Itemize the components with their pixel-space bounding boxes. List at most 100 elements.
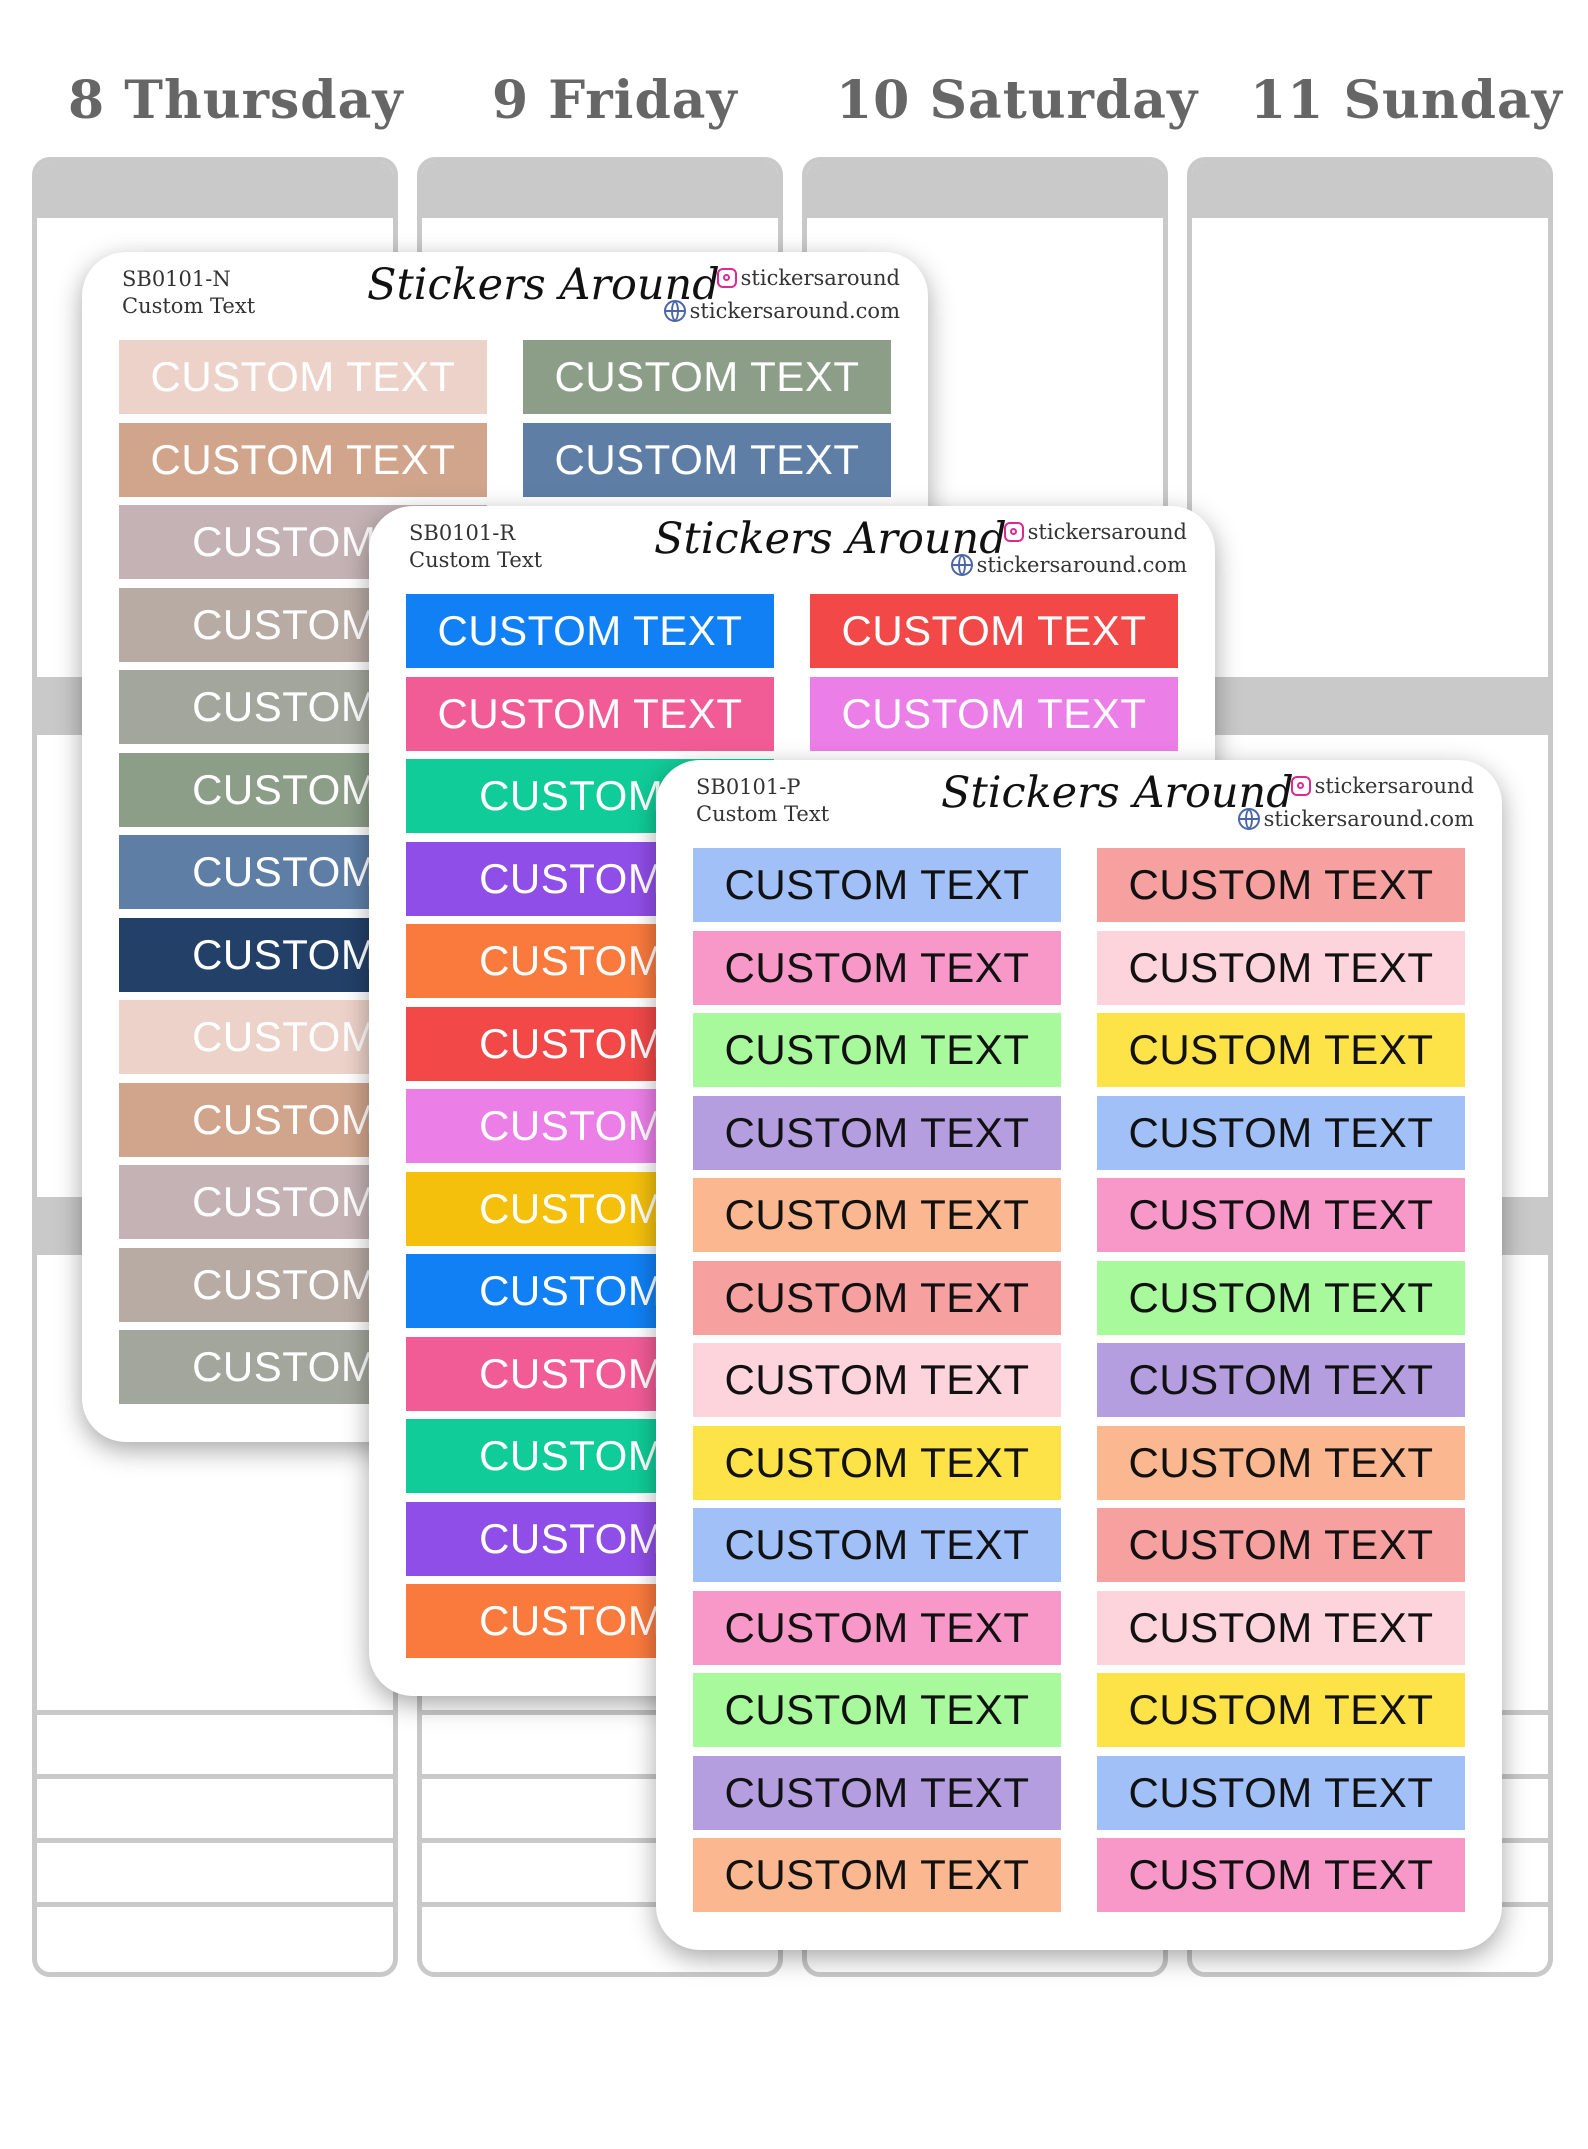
column-rule — [37, 1710, 393, 1715]
sticker-left-11: CUSTOM TEXT — [693, 1673, 1061, 1747]
sticker-left-9: CUSTOM TEXT — [693, 1508, 1061, 1582]
sticker-label: CUSTOM TEXT — [724, 1686, 1030, 1733]
column-header-bar — [37, 162, 393, 218]
sticker-left-11: CUSTOM T — [406, 1419, 774, 1493]
sticker-label: CUSTOM TEXT — [1128, 1603, 1434, 1651]
social-links: stickersaround stickersaround.com — [1237, 770, 1474, 835]
sticker-label: CUSTOM TEXT — [724, 1603, 1030, 1651]
sticker-label: CUSTOM TEXT — [724, 1851, 1030, 1898]
sticker-label: CUSTOM TEXT — [724, 1438, 1030, 1486]
sticker-right-8: CUSTOM TEXT — [1097, 1425, 1465, 1500]
sticker-right-13: CUSTOM TEXT — [1097, 1838, 1465, 1912]
sticker-left-1: CUSTOM TEXT — [693, 848, 1061, 922]
sticker-right-1: CUSTOM TEXT — [523, 340, 891, 414]
website-url: stickersaround.com — [1263, 806, 1474, 831]
sticker-label: CUSTOM TEXT — [1128, 1108, 1434, 1156]
website-url: stickersaround.com — [689, 298, 900, 323]
sticker-label: CUSTOM TEXT — [724, 1273, 1030, 1321]
sticker-left-1: CUSTOM TEXT — [119, 340, 487, 414]
sticker-right-9: CUSTOM TEXT — [1097, 1508, 1465, 1582]
sticker-left-2: CUSTOM TEXT — [693, 930, 1061, 1005]
column-header-bar — [807, 162, 1163, 218]
sticker-right-3: CUSTOM TEXT — [1097, 1013, 1465, 1087]
sticker-left-13: CUSTOM TEXT — [693, 1838, 1061, 1912]
sheet-code-block: SB0101-P Custom Text — [696, 774, 829, 829]
sticker-right-4: CUSTOM TEXT — [1097, 1095, 1465, 1170]
column-rule — [37, 1774, 393, 1779]
sticker-label: CUSTOM TEXT — [1128, 861, 1434, 908]
instagram-handle: stickersaround — [1027, 520, 1187, 544]
sticker-left-5: CUSTOM TEXT — [693, 1178, 1061, 1252]
globe-icon — [950, 553, 973, 576]
sheet-code: SB0101-R — [409, 521, 516, 545]
sticker-label: CUSTOM TEXT — [724, 1768, 1030, 1816]
sticker-label: CUSTOM TEXT — [724, 1356, 1030, 1403]
column-rule — [422, 1902, 778, 1907]
sticker-right-2: CUSTOM TEXT — [1097, 930, 1465, 1005]
instagram-handle: stickersaround — [740, 266, 900, 290]
sheet-code-block: SB0101-R Custom Text — [409, 520, 542, 575]
instagram-icon — [716, 268, 737, 289]
globe-icon — [663, 299, 686, 322]
column-rule — [37, 1838, 393, 1843]
instagram-icon — [1290, 776, 1311, 797]
sticker-label: CUSTOM TEXT — [724, 1191, 1030, 1238]
sticker-left-8: CUSTOM TEXT — [693, 1425, 1061, 1500]
brand-logo: Stickers Around — [654, 514, 1007, 564]
column-header-bar — [422, 162, 778, 218]
instagram-icon — [1003, 522, 1024, 543]
sticker-label: CUSTOM TEXT — [1128, 1686, 1434, 1733]
sticker-right-2: CUSTOM TEXT — [810, 676, 1178, 751]
column-rule — [422, 1710, 778, 1715]
sticker-label: CUSTOM TEXT — [1128, 1768, 1434, 1816]
sheet-code-block: SB0101-N Custom Text — [122, 266, 255, 321]
sheet-code: SB0101-P — [696, 775, 801, 799]
sticker-right-6: CUSTOM TEXT — [1097, 1260, 1465, 1335]
column-header-bar — [1192, 162, 1548, 218]
sticker-label: CUSTOM TEXT — [724, 1521, 1030, 1568]
social-links: stickersaround stickersaround.com — [663, 262, 900, 327]
globe-icon — [1237, 807, 1260, 830]
sticker-right-7: CUSTOM TEXT — [1097, 1343, 1465, 1417]
social-links: stickersaround stickersaround.com — [950, 516, 1187, 581]
sticker-label: CUSTOM TEXT — [1128, 1851, 1434, 1898]
sticker-left-4: CUSTOM TEXT — [693, 1095, 1061, 1170]
sticker-label: CUSTOM TEXT — [1128, 943, 1434, 991]
sticker-label: CUSTOM TEXT — [150, 353, 456, 400]
sticker-label: CUSTOM TEXT — [437, 607, 743, 654]
sticker-label: CUSTOM TEXT — [1128, 1356, 1434, 1403]
sticker-right-12: CUSTOM TEXT — [1097, 1755, 1465, 1830]
sticker-left-2: CUSTOM TEXT — [406, 676, 774, 751]
sticker-right-5: CUSTOM TEXT — [1097, 1178, 1465, 1252]
sticker-left-7: CUSTOM TEXT — [693, 1343, 1061, 1417]
day-label-friday: 9 Friday — [492, 70, 738, 131]
sticker-label: CUSTOM TEXT — [724, 861, 1030, 908]
sheet-subtitle: Custom Text — [122, 294, 256, 319]
sticker-label: CUSTOM TEXT — [1128, 1026, 1434, 1073]
sticker-label: CUSTOM TEXT — [841, 689, 1147, 737]
day-label-saturday: 10 Saturday — [836, 70, 1199, 131]
sticker-right-11: CUSTOM TEXT — [1097, 1673, 1465, 1747]
sticker-label: CUSTOM TEXT — [1128, 1521, 1434, 1568]
sticker-label: CUSTOM TEXT — [437, 689, 743, 737]
sticker-left-1: CUSTOM TEXT — [406, 594, 774, 668]
sticker-label: CUSTOM TEXT — [554, 353, 860, 400]
sticker-label: CUSTOM TEXT — [150, 435, 456, 483]
sticker-right-2: CUSTOM TEXT — [523, 422, 891, 497]
column-rule — [37, 1902, 393, 1907]
sticker-label: CUSTOM TEXT — [1128, 1273, 1434, 1321]
sheet-code: SB0101-N — [122, 267, 231, 291]
sticker-label: CUSTOM TEXT — [1128, 1438, 1434, 1486]
brand-logo: Stickers Around — [367, 260, 720, 310]
sticker-label: CUSTOM TEXT — [724, 1108, 1030, 1156]
sheet-subtitle: Custom Text — [696, 802, 830, 827]
sticker-right-1: CUSTOM TEXT — [810, 594, 1178, 668]
sticker-label: CUSTOM TEXT — [724, 943, 1030, 991]
instagram-handle: stickersaround — [1314, 774, 1474, 798]
sticker-left-10: CUSTOM TEXT — [693, 1590, 1061, 1665]
sticker-left-6: CUSTOM TEXT — [693, 1260, 1061, 1335]
brand-logo: Stickers Around — [941, 768, 1294, 818]
sticker-right-10: CUSTOM TEXT — [1097, 1590, 1465, 1665]
day-label-sunday: 11 Sunday — [1250, 70, 1563, 131]
website-url: stickersaround.com — [976, 552, 1187, 577]
